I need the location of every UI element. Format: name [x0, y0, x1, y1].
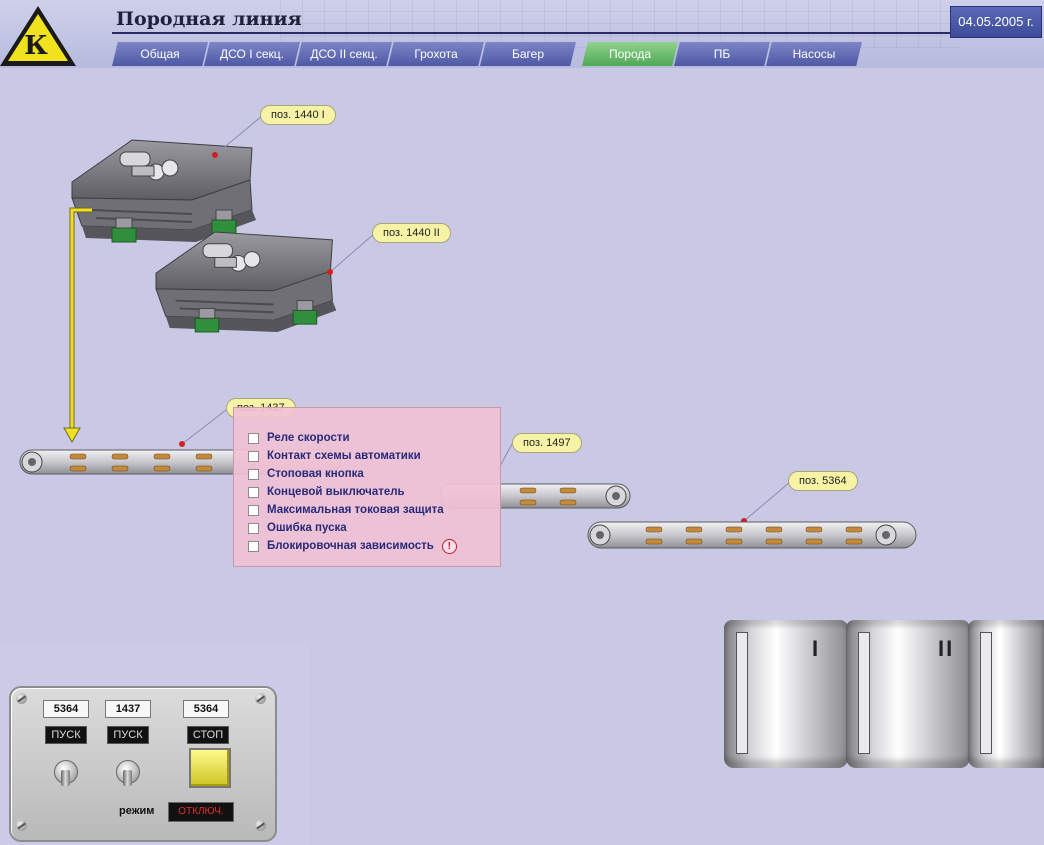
panel-number-5364: 5364	[43, 700, 89, 718]
alarm-item-stop-button[interactable]: Стоповая кнопка	[248, 466, 364, 482]
start-label-1437: ПУСК	[107, 726, 149, 744]
bunker-1[interactable]: I	[724, 620, 848, 768]
stop-button[interactable]	[189, 748, 231, 788]
alarm-item-limit-switch[interactable]: Концевой выключатель	[248, 484, 405, 500]
bunker-2[interactable]: II	[846, 620, 970, 768]
alarm-checkbox[interactable]	[248, 504, 259, 516]
alarm-item-interlock[interactable]: Блокировочная зависимость !	[248, 538, 457, 554]
bunker-label: II	[938, 636, 955, 661]
bunker-label: I	[812, 636, 821, 661]
control-panel: 5364 1437 5364 ПУСК ПУСК СТОП режим ОТКЛ…	[9, 686, 277, 842]
header-bar: К Породная линия 04.05.2005 г. Общая ДСО…	[0, 0, 1044, 68]
title-underline	[112, 32, 952, 34]
screw-icon	[255, 820, 266, 831]
conveyor-5364[interactable]	[587, 521, 917, 549]
screw-icon	[255, 693, 266, 704]
position-label-1440-1[interactable]: поз. 1440 I	[260, 105, 336, 125]
position-label-1440-2[interactable]: поз. 1440 II	[372, 223, 451, 243]
bunker-3[interactable]	[968, 620, 1044, 768]
alarm-checkbox[interactable]	[248, 450, 259, 462]
screw-icon	[16, 820, 27, 831]
header-background-grid	[280, 0, 960, 48]
alarm-item-overcurrent[interactable]: Максимальная токовая защита	[248, 502, 444, 518]
alarm-checkbox[interactable]	[248, 486, 259, 498]
start-label-5364: ПУСК	[45, 726, 87, 744]
alarm-item-automation-contact[interactable]: Контакт схемы автоматики	[248, 448, 421, 464]
start-switch-5364[interactable]	[54, 760, 78, 786]
stop-label: СТОП	[187, 726, 229, 744]
company-logo: К	[0, 6, 76, 66]
screw-icon	[16, 693, 27, 704]
warning-icon: !	[441, 538, 457, 554]
position-label-1497[interactable]: поз. 1497	[512, 433, 582, 453]
alarm-checkbox[interactable]	[248, 432, 259, 444]
tab-pumps[interactable]: Насосы	[766, 42, 862, 66]
bunker-level-window	[858, 632, 870, 754]
tab-pb[interactable]: ПБ	[674, 42, 770, 66]
panel-number-1437: 1437	[105, 700, 151, 718]
tab-rock[interactable]: Порода	[582, 42, 678, 66]
alarm-item-start-error[interactable]: Ошибка пуска	[248, 520, 347, 536]
tab-dso-2[interactable]: ДСО II секц.	[296, 42, 392, 66]
alarm-status-popup: Реле скорости Контакт схемы автоматики С…	[233, 407, 501, 567]
bunker-level-window	[736, 632, 748, 754]
flow-arrow	[63, 207, 92, 444]
alarm-item-speed-relay[interactable]: Реле скорости	[248, 430, 350, 446]
screen-machine-1440-1[interactable]	[71, 139, 257, 243]
date-display: 04.05.2005 г.	[950, 6, 1042, 38]
screen-machine-1440-2[interactable]	[155, 231, 338, 333]
start-switch-1437[interactable]	[116, 760, 140, 786]
tab-dso-1[interactable]: ДСО I секц.	[204, 42, 300, 66]
bunker-level-window	[980, 632, 992, 754]
mode-label: режим	[119, 805, 155, 817]
page-title: Породная линия	[116, 8, 302, 30]
tab-general[interactable]: Общая	[112, 42, 208, 66]
position-label-5364[interactable]: поз. 5364	[788, 471, 858, 491]
alarm-checkbox[interactable]	[248, 468, 259, 480]
alarm-checkbox[interactable]	[248, 540, 259, 552]
tab-dredge[interactable]: Багер	[480, 42, 576, 66]
alarm-checkbox[interactable]	[248, 522, 259, 534]
panel-number-5364-stop: 5364	[183, 700, 229, 718]
mode-indicator: ОТКЛЮЧ.	[168, 802, 234, 822]
svg-text:К: К	[24, 31, 48, 61]
tab-screens[interactable]: Грохота	[388, 42, 484, 66]
